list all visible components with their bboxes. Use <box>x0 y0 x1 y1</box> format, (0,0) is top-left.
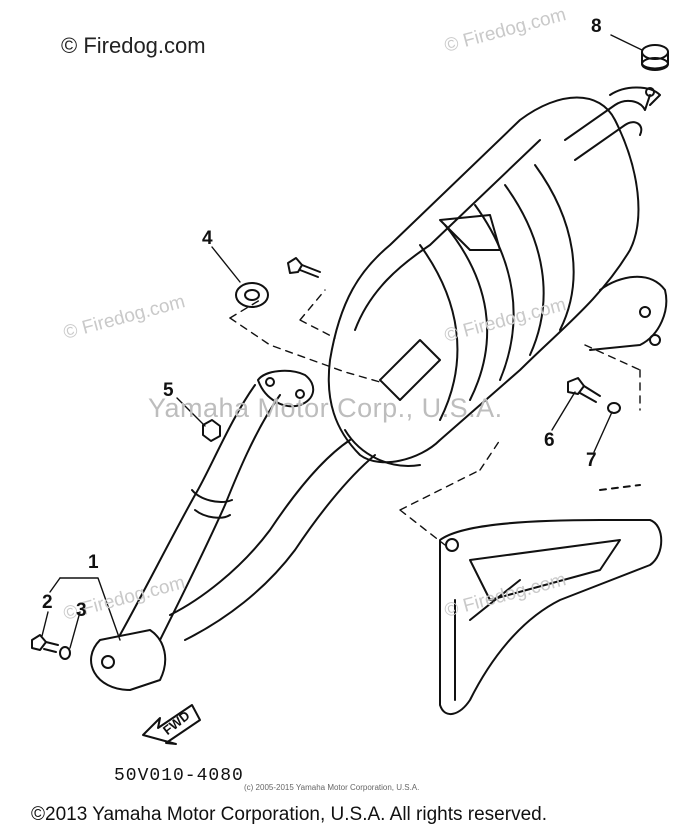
callout-5: 5 <box>163 380 174 401</box>
washer-4 <box>235 282 269 308</box>
diagram-code: 50V010-4080 <box>114 766 244 786</box>
callout-3: 3 <box>76 600 87 621</box>
bolt-6 <box>567 377 601 403</box>
firedog-watermark-main: © Firedog.com <box>61 33 206 58</box>
alignment-lines <box>229 289 641 546</box>
callout-6: 6 <box>544 430 555 451</box>
fwd-arrow <box>142 704 201 745</box>
callout-2: 2 <box>42 592 53 613</box>
washer-3 <box>59 646 71 660</box>
leader-lines <box>41 34 643 649</box>
callout-4: 4 <box>202 228 213 249</box>
tail-pipe <box>564 86 661 161</box>
muffler <box>327 96 640 467</box>
nut-5 <box>202 419 221 442</box>
grommet <box>641 44 669 71</box>
muffler-bracket <box>589 275 668 351</box>
small-copyright: (c) 2005-2015 Yamaha Motor Corporation, … <box>244 783 420 792</box>
bolt-top <box>287 257 321 278</box>
yamaha-watermark: Yamaha Motor Corp., U.S.A. <box>148 393 503 423</box>
washer-7 <box>607 402 621 414</box>
frame-bracket <box>439 484 663 715</box>
callout-7: 7 <box>586 450 597 471</box>
exhaust-pipe <box>90 369 376 691</box>
callout-1: 1 <box>88 552 99 573</box>
footer-copyright: ©2013 Yamaha Motor Corporation, U.S.A. A… <box>31 804 547 825</box>
bolt-2 <box>31 634 59 653</box>
callout-8: 8 <box>591 16 602 37</box>
